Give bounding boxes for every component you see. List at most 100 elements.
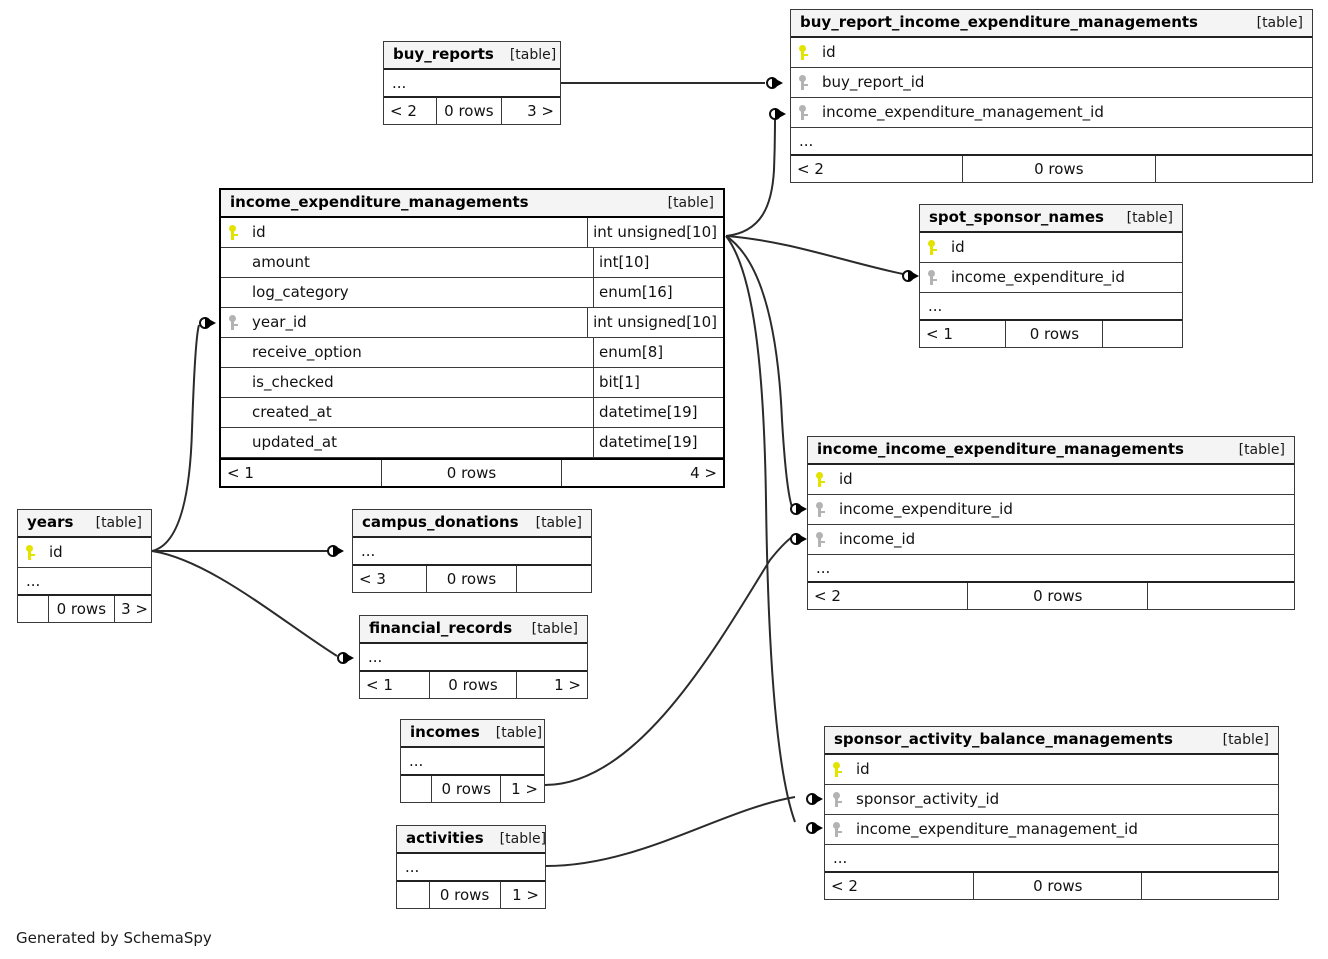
more-columns-ellipsis[interactable]: ... (361, 542, 376, 561)
column-name-cell: income_id (808, 525, 1294, 554)
foreign-key-icon (816, 501, 825, 518)
column-row[interactable]: id (18, 538, 151, 569)
foreign-key-icon (833, 821, 842, 838)
next-columns-count[interactable]: 4 > (690, 464, 717, 483)
more-columns-ellipsis[interactable]: ... (833, 849, 848, 868)
next-columns-count[interactable] (1156, 156, 1312, 182)
table-header-buy_report_income_expenditure_managements[interactable]: buy_report_income_expenditure_management… (791, 10, 1312, 39)
prev-columns-count[interactable]: < 2 (384, 98, 437, 125)
crow-foot-arrow-icon (775, 108, 786, 120)
prev-columns-count[interactable]: < 2 (791, 156, 963, 183)
column-name: is_checked (252, 373, 334, 392)
more-columns-ellipsis[interactable]: ... (368, 648, 383, 667)
prev-columns-count[interactable] (401, 776, 433, 803)
next-columns-count[interactable] (1142, 873, 1278, 899)
more-columns-ellipsis[interactable]: ... (816, 559, 831, 578)
column-row[interactable]: sponsor_activity_id (825, 785, 1278, 816)
column-row[interactable]: buy_report_id (791, 68, 1312, 99)
next-columns-count[interactable]: 3 > (527, 102, 554, 121)
prev-columns-count[interactable]: < 2 (825, 873, 975, 900)
prev-columns-count[interactable]: < 1 (221, 460, 382, 487)
prev-columns-count[interactable]: < 2 (808, 583, 969, 610)
next-columns-count[interactable] (1103, 321, 1182, 347)
column-type: bit[1] (593, 368, 723, 398)
prev-columns-count[interactable]: < 3 (353, 566, 427, 593)
table-header-campus_donations[interactable]: campus_donations[table] (353, 510, 591, 539)
column-name-cell: id (791, 38, 1312, 67)
column-row[interactable]: income_expenditure_management_id (825, 815, 1278, 846)
prev-columns-count[interactable] (397, 882, 430, 909)
relationship-edge (725, 117, 776, 237)
table-header-activities[interactable]: activities[table] (397, 826, 546, 855)
column-row[interactable]: is_checked bit[1] (221, 368, 723, 399)
prev-columns-count[interactable] (18, 596, 49, 623)
table-header-incomes[interactable]: incomes[table] (401, 720, 544, 749)
primary-key-icon (928, 239, 937, 256)
optional-cardinality-marker (806, 793, 818, 805)
prev-columns-count[interactable]: < 1 (360, 672, 431, 699)
column-row[interactable]: income_expenditure_id (920, 263, 1182, 294)
key-slot (816, 525, 835, 554)
more-columns-ellipsis[interactable]: ... (405, 858, 420, 877)
table-header-years[interactable]: years[table] (18, 510, 151, 539)
table-header-sponsor_activity_balance_managements[interactable]: sponsor_activity_balance_managements[tab… (825, 727, 1278, 756)
prev-columns-count[interactable]: < 1 (920, 321, 1007, 348)
table-box-income_income_expenditure_managements[interactable]: income_income_expenditure_managements[ta… (807, 436, 1295, 611)
next-columns-count[interactable]: 1 > (511, 780, 538, 799)
row-count: 0 rows (968, 583, 1149, 610)
table-header-financial_records[interactable]: financial_records[table] (360, 616, 587, 645)
table-header-income_expenditure_managements[interactable]: income_expenditure_managements[table] (221, 190, 723, 219)
table-box-buy_report_income_expenditure_managements[interactable]: buy_report_income_expenditure_management… (790, 9, 1313, 184)
next-columns-count[interactable]: 1 > (554, 676, 581, 695)
table-type-tag: [table] (531, 620, 578, 637)
table-header-buy_reports[interactable]: buy_reports[table] (384, 42, 560, 71)
column-name-cell: income_expenditure_management_id (825, 815, 1278, 844)
more-columns-ellipsis[interactable]: ... (392, 74, 407, 93)
crow-foot-arrow-icon (205, 317, 216, 329)
next-columns-count[interactable]: 3 > (121, 600, 148, 619)
crow-foot-arrow-icon (343, 652, 354, 664)
column-row[interactable]: income_expenditure_id (808, 495, 1294, 526)
key-slot (816, 495, 835, 524)
column-row[interactable]: income_expenditure_management_id (791, 98, 1312, 129)
more-columns-ellipsis[interactable]: ... (799, 132, 814, 151)
table-header-income_income_expenditure_managements[interactable]: income_income_expenditure_managements[ta… (808, 437, 1294, 466)
column-row[interactable]: id (808, 465, 1294, 496)
column-name: income_id (839, 530, 916, 549)
column-type: enum[16] (593, 278, 723, 308)
next-columns-count[interactable]: 1 > (512, 886, 539, 905)
table-type-tag: [table] (667, 194, 714, 211)
next-columns-count[interactable] (1148, 583, 1294, 609)
optional-cardinality-marker (337, 652, 349, 664)
column-row[interactable]: id (791, 38, 1312, 69)
key-slot (833, 815, 852, 844)
key-slot (833, 755, 852, 784)
more-columns-ellipsis[interactable]: ... (928, 297, 943, 316)
table-box-sponsor_activity_balance_managements[interactable]: sponsor_activity_balance_managements[tab… (824, 726, 1279, 901)
more-columns-ellipsis[interactable]: ... (26, 572, 41, 591)
more-columns-ellipsis[interactable]: ... (409, 752, 424, 771)
table-header-spot_sponsor_names[interactable]: spot_sponsor_names[table] (920, 205, 1182, 234)
column-row[interactable]: id (920, 233, 1182, 264)
row-count: 0 rows (437, 98, 502, 125)
column-row[interactable]: income_id (808, 525, 1294, 556)
next-columns-count[interactable] (517, 566, 591, 592)
column-row[interactable]: id (825, 755, 1278, 786)
